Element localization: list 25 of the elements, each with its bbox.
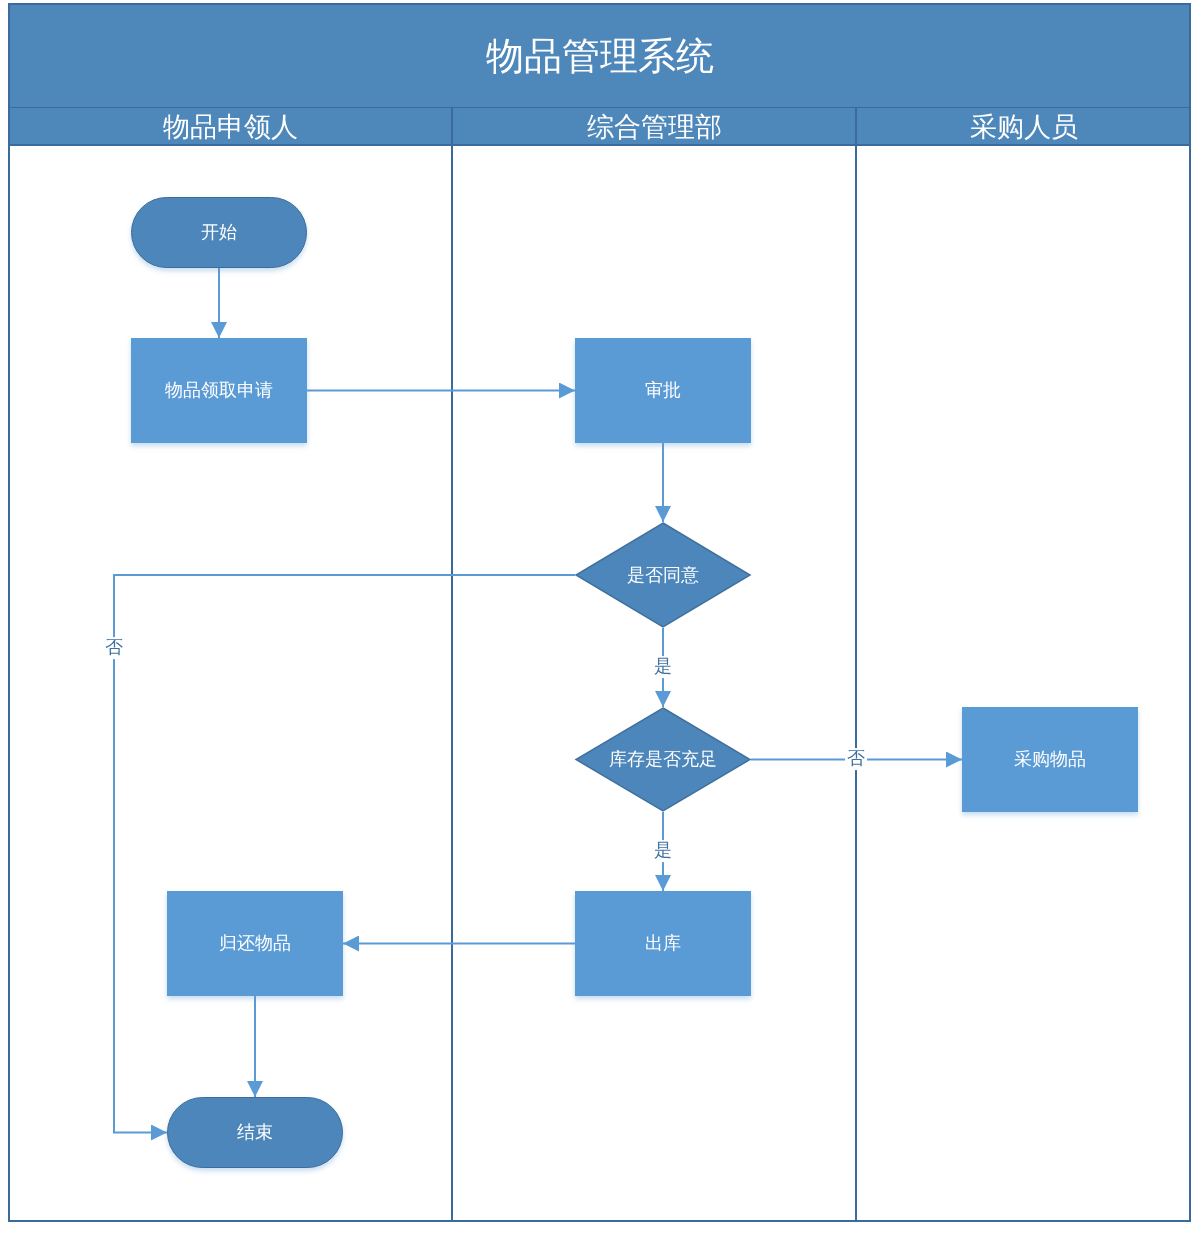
process-box: 采购物品 <box>962 707 1138 812</box>
arrow <box>655 442 671 523</box>
decision-diamond: 是否同意 <box>575 522 751 628</box>
terminator: 结束 <box>167 1097 343 1168</box>
edge-label: 否 <box>103 637 125 659</box>
swimlane <box>8 108 452 1222</box>
process-box: 物品领取申请 <box>131 338 307 443</box>
decision-diamond: 库存是否充足 <box>575 707 751 812</box>
process-box: 审批 <box>575 338 751 443</box>
lane-header: 综合管理部 <box>452 108 856 146</box>
arrow <box>211 267 227 339</box>
arrow <box>342 935 576 952</box>
arrow <box>750 751 963 768</box>
edge-label: 否 <box>845 748 867 770</box>
edge-label: 是 <box>652 656 674 678</box>
arrow <box>306 382 576 399</box>
edge-label: 是 <box>652 840 674 862</box>
arrow <box>113 574 576 1141</box>
lane-header: 采购人员 <box>856 108 1191 146</box>
arrow <box>247 995 263 1098</box>
lane-header: 物品申领人 <box>8 108 452 146</box>
title-bar: 物品管理系统 <box>8 3 1191 109</box>
terminator: 开始 <box>131 197 307 268</box>
process-box: 归还物品 <box>167 891 343 996</box>
process-box: 出库 <box>575 891 751 996</box>
